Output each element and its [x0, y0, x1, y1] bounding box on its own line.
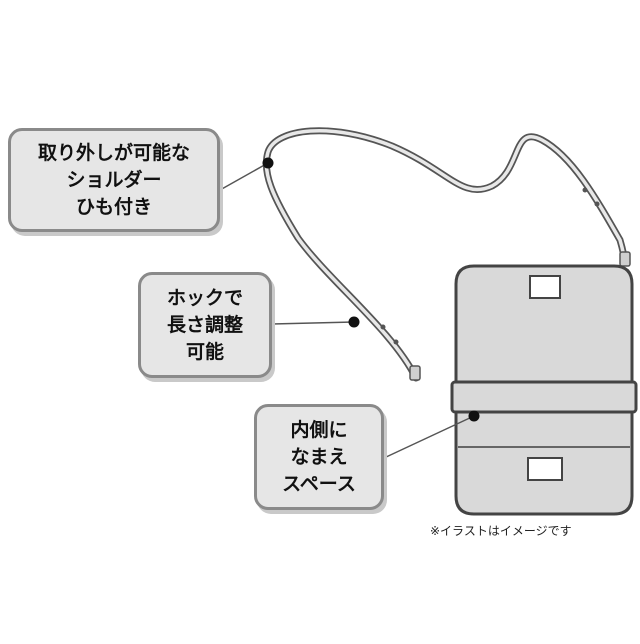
callout-line: ショルダー	[66, 168, 162, 191]
shoulder-strap	[262, 127, 631, 382]
callout-line: 取り外しが可能な	[37, 141, 190, 164]
callout-line: ひも付き	[75, 195, 152, 218]
callout-line: スペース	[282, 472, 356, 495]
leader-lines	[219, 157, 480, 459]
strap-clip-top	[619, 251, 631, 267]
leader-dot-3	[468, 410, 480, 422]
clasp-tab	[527, 457, 563, 481]
leader-line-2	[271, 321, 355, 325]
leader-line-1	[219, 162, 269, 191]
callout-detachable-strap: 取り外しが可能な ショルダー ひも付き	[8, 128, 220, 232]
strap-snap	[380, 324, 386, 330]
leader-dot-1	[262, 157, 274, 169]
bag	[450, 264, 638, 516]
bag-flap	[454, 264, 634, 384]
leader-dot-2	[348, 316, 360, 328]
strap-snap	[393, 339, 399, 345]
callout-line: 可能	[185, 340, 224, 363]
bag-top-band	[450, 380, 638, 414]
callout-name-space: 内側に なまえ スペース	[254, 404, 384, 510]
strap-clip-bottom	[409, 365, 421, 381]
callout-line: 長さ調整	[166, 313, 243, 336]
strap-snap	[594, 201, 600, 207]
leader-line-3	[383, 415, 475, 459]
callout-length-adjust: ホックで 長さ調整 可能	[138, 272, 272, 378]
illustration-disclaimer: ※イラストはイメージです	[430, 524, 572, 538]
callout-line: なまえ	[290, 445, 348, 468]
flap-tab	[529, 275, 561, 299]
strap-snap	[582, 187, 588, 193]
callout-line: ホックで	[166, 286, 243, 309]
callout-line: 内側に	[290, 418, 348, 441]
